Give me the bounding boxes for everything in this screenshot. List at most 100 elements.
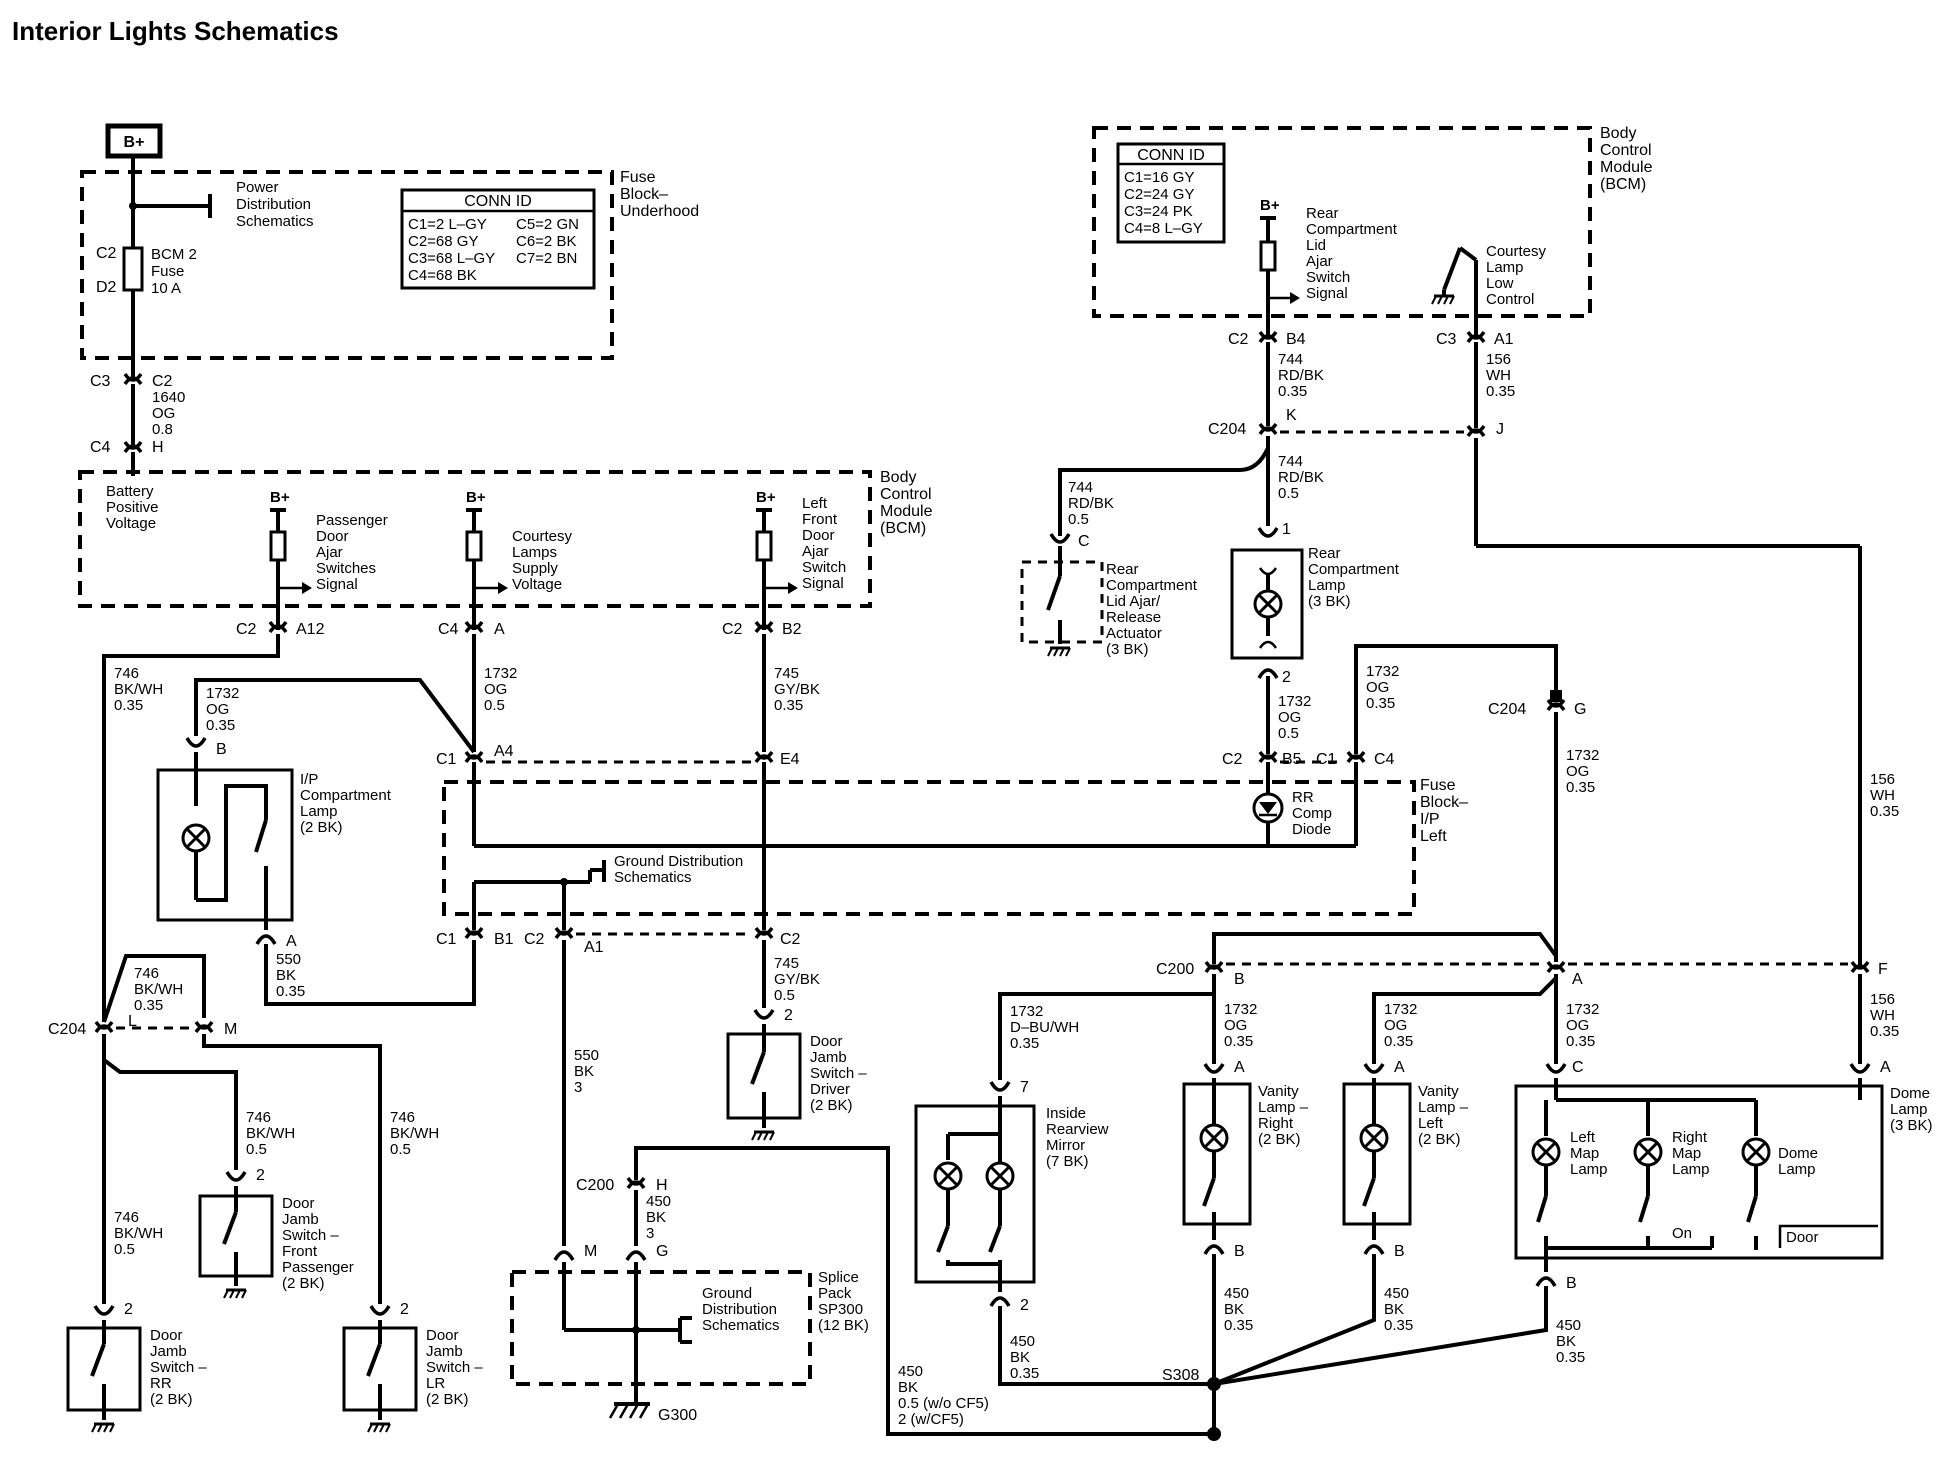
svg-text:RD/BK: RD/BK xyxy=(1278,469,1324,486)
svg-text:C2: C2 xyxy=(96,245,117,262)
svg-text:0.35: 0.35 xyxy=(1366,695,1395,712)
svg-text:(2 BK): (2 BK) xyxy=(1258,1131,1301,1148)
svg-text:Door: Door xyxy=(810,1033,843,1050)
svg-text:B: B xyxy=(1566,1275,1577,1292)
svg-text:Map: Map xyxy=(1570,1145,1599,1162)
svg-text:Fuse: Fuse xyxy=(620,169,656,186)
svg-text:Distribution: Distribution xyxy=(236,196,311,213)
svg-text:B+: B+ xyxy=(270,489,290,506)
svg-text:RR: RR xyxy=(150,1375,172,1392)
svg-text:J: J xyxy=(1496,421,1504,438)
svg-text:Front: Front xyxy=(802,511,838,528)
svg-text:B: B xyxy=(1234,1243,1245,1260)
svg-text:C3: C3 xyxy=(1436,331,1457,348)
svg-text:A1: A1 xyxy=(584,939,604,956)
svg-text:0.35: 0.35 xyxy=(1384,1317,1413,1334)
bcm-right: Body Control Module (BCM) CONN ID C1=16 … xyxy=(1092,125,1653,336)
svg-text:0.5: 0.5 xyxy=(246,1141,267,1158)
svg-text:156: 156 xyxy=(1870,771,1895,788)
svg-text:0.35: 0.35 xyxy=(114,697,143,714)
svg-text:A: A xyxy=(494,621,505,638)
svg-text:B+: B+ xyxy=(124,134,145,151)
svg-text:Ajar: Ajar xyxy=(316,544,343,561)
svg-text:Voltage: Voltage xyxy=(512,576,562,593)
svg-text:Schematics: Schematics xyxy=(702,1317,780,1334)
svg-text:Door: Door xyxy=(150,1327,183,1344)
rear-compartment-lid-actuator: C Rear Compartment Lid Ajar/ Release Act… xyxy=(1020,532,1198,658)
svg-text:746: 746 xyxy=(246,1109,271,1126)
svg-text:Block–: Block– xyxy=(620,186,668,203)
svg-text:1640: 1640 xyxy=(152,389,185,406)
svg-text:Jamb: Jamb xyxy=(810,1049,847,1066)
svg-text:H: H xyxy=(152,439,164,456)
svg-text:1732: 1732 xyxy=(1366,663,1399,680)
svg-text:10 A: 10 A xyxy=(151,280,181,297)
svg-text:C2: C2 xyxy=(152,373,173,390)
svg-text:BK/WH: BK/WH xyxy=(390,1125,439,1142)
svg-text:(BCM): (BCM) xyxy=(880,520,926,537)
svg-text:BK: BK xyxy=(1384,1301,1404,1318)
svg-text:1732: 1732 xyxy=(1010,1003,1043,1020)
svg-text:G: G xyxy=(656,1243,668,1260)
bcm-left: Body Control Module (BCM) Battery Positi… xyxy=(78,469,933,630)
svg-text:0.35: 0.35 xyxy=(1566,1033,1595,1050)
svg-text:BCM 2: BCM 2 xyxy=(151,246,197,263)
svg-text:OG: OG xyxy=(206,701,229,718)
svg-text:OG: OG xyxy=(1566,763,1589,780)
svg-text:RD/BK: RD/BK xyxy=(1278,367,1324,384)
svg-text:C2: C2 xyxy=(524,931,545,948)
svg-text:C3=24 PK: C3=24 PK xyxy=(1124,203,1193,220)
svg-text:BK/WH: BK/WH xyxy=(246,1125,295,1142)
svg-text:Voltage: Voltage xyxy=(106,515,156,532)
svg-text:(2 BK): (2 BK) xyxy=(1418,1131,1461,1148)
svg-text:450: 450 xyxy=(898,1363,923,1380)
svg-text:C204: C204 xyxy=(1488,701,1526,718)
svg-text:C2=68 GY: C2=68 GY xyxy=(408,233,478,250)
svg-text:Diode: Diode xyxy=(1292,821,1331,838)
svg-text:(3 BK): (3 BK) xyxy=(1890,1117,1933,1134)
vanity-lamp-left: A B Vanity Lamp – Left (2 BK) xyxy=(1342,1059,1469,1260)
svg-text:H: H xyxy=(656,1177,668,1194)
svg-text:GY/BK: GY/BK xyxy=(774,971,820,988)
svg-text:450: 450 xyxy=(1384,1285,1409,1302)
svg-text:(12 BK): (12 BK) xyxy=(818,1317,869,1334)
svg-text:WH: WH xyxy=(1870,787,1895,804)
splice-pack-sp300: M G Ground Distribution Schematics Splic… xyxy=(510,1243,869,1404)
svg-text:Distribution: Distribution xyxy=(702,1301,777,1318)
svg-text:C4: C4 xyxy=(438,621,459,638)
svg-text:B: B xyxy=(216,741,227,758)
svg-text:Driver: Driver xyxy=(810,1081,850,1098)
rear-compartment-lamp: 1 2 Rear Compartment Lamp (3 BK) xyxy=(1230,521,1400,686)
svg-text:Passenger: Passenger xyxy=(282,1259,354,1276)
dome-lamp: C A Left Map Lamp Right Map Lamp Dome La… xyxy=(1514,1059,1933,1292)
svg-text:C3: C3 xyxy=(90,373,111,390)
svg-text:0.35: 0.35 xyxy=(1566,779,1595,796)
svg-text:Door: Door xyxy=(316,528,349,545)
svg-text:BK: BK xyxy=(574,1063,594,1080)
svg-text:Compartment: Compartment xyxy=(1306,221,1398,238)
svg-text:Left: Left xyxy=(1420,828,1447,845)
svg-text:OG: OG xyxy=(1566,1017,1589,1034)
svg-text:Ground: Ground xyxy=(702,1285,752,1302)
svg-text:WH: WH xyxy=(1870,1007,1895,1024)
svg-text:Control: Control xyxy=(1486,291,1534,308)
svg-text:0.35: 0.35 xyxy=(206,717,235,734)
svg-text:746: 746 xyxy=(134,965,159,982)
svg-text:C1: C1 xyxy=(1316,751,1337,768)
svg-text:Compartment: Compartment xyxy=(1106,577,1198,594)
svg-text:BK: BK xyxy=(276,967,296,984)
svg-text:Switch –: Switch – xyxy=(150,1359,207,1376)
svg-text:C: C xyxy=(1078,533,1090,550)
svg-text:Jamb: Jamb xyxy=(150,1343,187,1360)
page-title: Interior Lights Schematics xyxy=(12,16,339,46)
conn-id-table-underhood: CONN ID C1=2 L–GY C5=2 GN C2=68 GY C6=2 … xyxy=(400,188,596,290)
svg-text:A4: A4 xyxy=(494,743,514,760)
svg-text:OG: OG xyxy=(1384,1017,1407,1034)
svg-text:(2 BK): (2 BK) xyxy=(300,819,343,836)
svg-text:C7=2 BN: C7=2 BN xyxy=(516,250,577,267)
svg-text:Actuator: Actuator xyxy=(1106,625,1162,642)
svg-text:C2: C2 xyxy=(1228,331,1249,348)
svg-text:C1=16 GY: C1=16 GY xyxy=(1124,169,1194,186)
svg-text:3: 3 xyxy=(574,1079,582,1096)
svg-text:Rear: Rear xyxy=(1106,561,1139,578)
